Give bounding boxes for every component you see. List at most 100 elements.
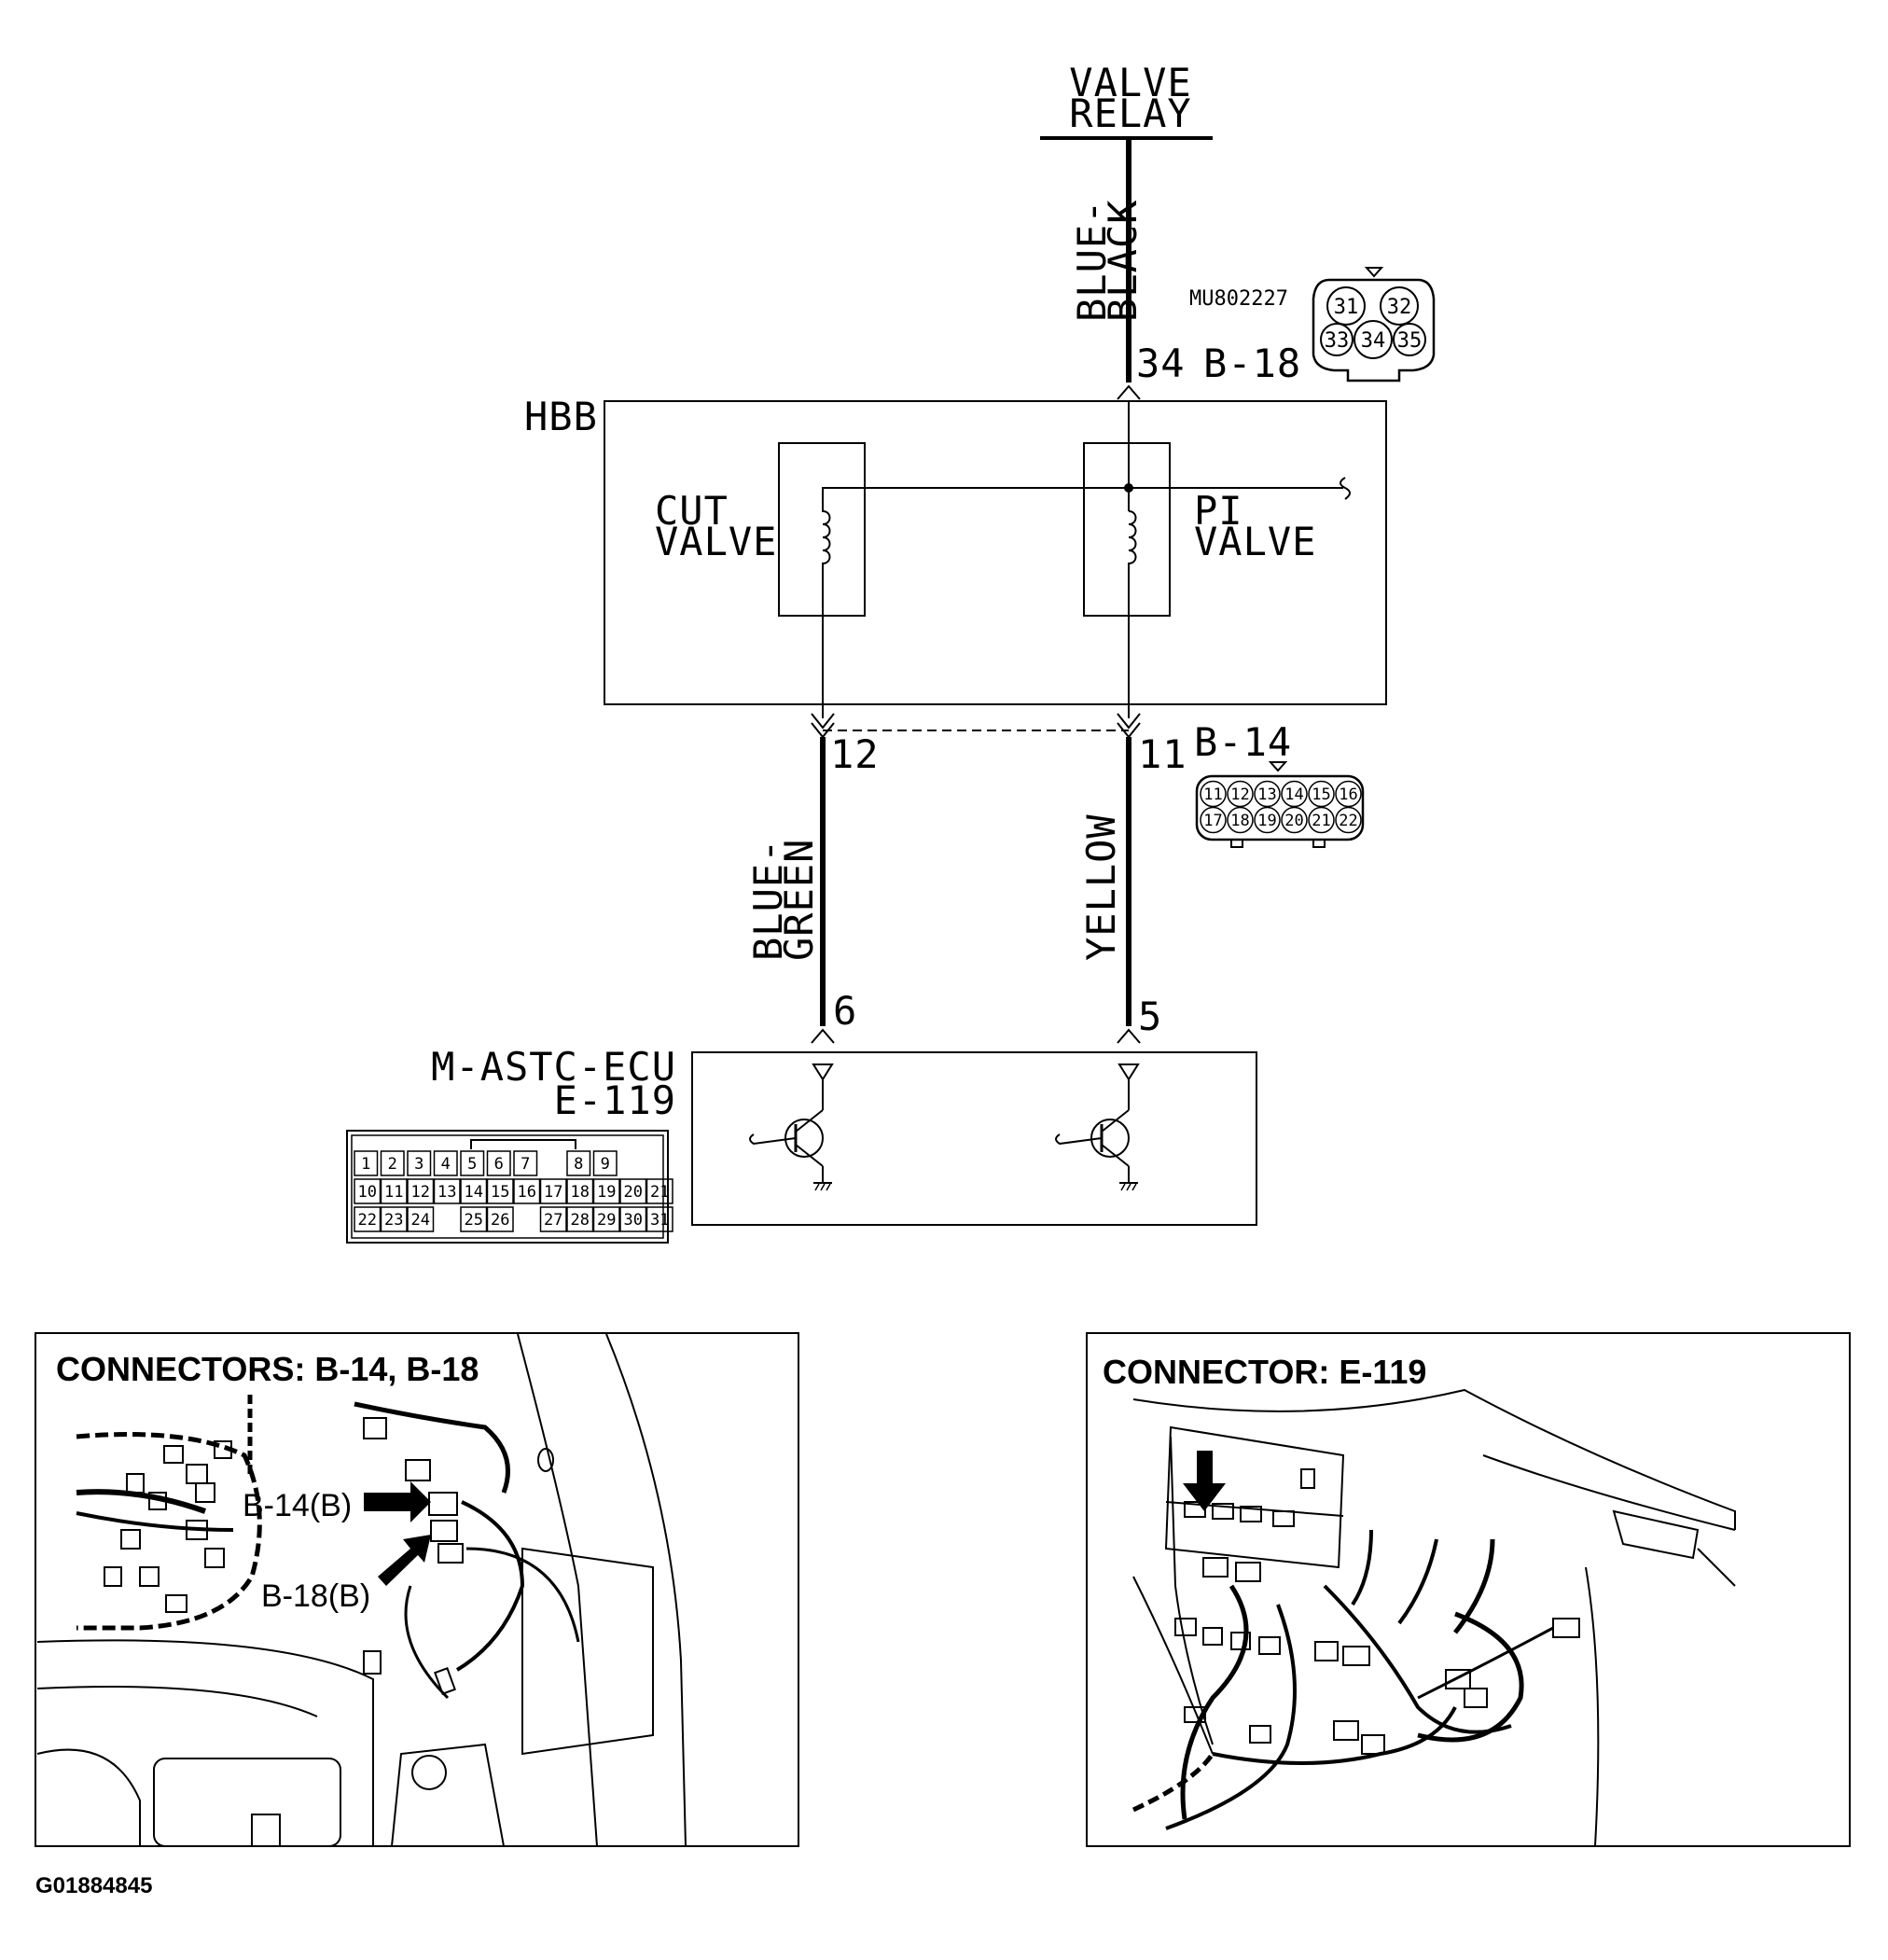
ecu-unit: M-ASTC-ECU E-119	[431, 1044, 1257, 1226]
cavity-label: 18	[571, 1183, 590, 1202]
cavity-label: 10	[358, 1183, 377, 1202]
b14-latch	[1312, 839, 1326, 848]
pin-12-label: 12	[830, 731, 880, 777]
transistor-emitter	[1101, 1144, 1130, 1167]
connector-cavity: 7	[513, 1150, 538, 1176]
connector-cavity: 22	[1335, 806, 1362, 834]
cavity-label: 13	[437, 1183, 456, 1202]
cavity-label: 15	[1312, 785, 1330, 804]
b18-cavity	[1354, 320, 1393, 359]
connector-cavity: 10	[354, 1178, 382, 1204]
ecu-name-label: M-ASTC-ECU	[431, 1044, 676, 1090]
ground-icon	[1119, 1182, 1138, 1191]
connector-cavity: 6	[486, 1150, 511, 1176]
connector-cavity: 20	[1281, 806, 1308, 834]
connector-cavity: 19	[1254, 806, 1281, 834]
hbb-label: HBB	[524, 394, 598, 439]
wire-label-blue-green: BLUE- GREEN	[745, 839, 822, 961]
cavity-label: 21	[650, 1183, 669, 1202]
wire-label-yellow: YELLOW	[1078, 813, 1124, 961]
cavity-label: 28	[571, 1211, 590, 1230]
cavity-label: 1	[361, 1155, 370, 1174]
panel-frame	[35, 1332, 799, 1847]
cavity-label: 8	[574, 1155, 583, 1174]
pi-valve-label-line2: VALVE	[1194, 519, 1316, 564]
connector-cavity: 30	[619, 1206, 647, 1232]
svg-text:GREEN: GREEN	[776, 839, 822, 961]
hbb-unit: HBB CUT VALVE PI VALVE	[524, 394, 1387, 718]
cavity-label: 22	[358, 1211, 377, 1230]
transistor-base-lead	[749, 1133, 797, 1146]
pi-valve-label-line1: PI	[1194, 488, 1243, 534]
connector-cavity: 13	[433, 1178, 461, 1204]
e119-housing	[346, 1130, 669, 1244]
b14-latch	[1230, 839, 1243, 848]
connector-cavity: 5	[460, 1150, 485, 1176]
cavity-label: 11	[1203, 785, 1222, 804]
ecu-box	[691, 1051, 1257, 1226]
connector-cavity: 2	[380, 1150, 405, 1176]
connector-cavity: 17	[539, 1178, 567, 1204]
connector-cavity: 4	[433, 1150, 458, 1176]
valve-relay: VALVE RELAY	[1040, 60, 1213, 140]
continuation-mark	[1340, 477, 1351, 500]
panel-frame	[1086, 1332, 1851, 1847]
engine-bay-illustration	[36, 1333, 687, 1847]
cut-valve-label-line2: VALVE	[655, 519, 777, 564]
connector-cavity: 21	[646, 1178, 673, 1204]
b18-connector-label: B-18	[1203, 341, 1301, 386]
connector-cavity: 3	[407, 1150, 432, 1176]
cavity-label: 19	[1257, 812, 1276, 830]
cavity-label: 31	[650, 1211, 669, 1230]
cavity-label: 2	[388, 1155, 397, 1174]
cavity-label: 17	[1203, 812, 1222, 830]
connector-location-panel-e119: CONNECTOR: E-119	[1086, 1332, 1851, 1847]
cavity-label: 20	[624, 1183, 643, 1202]
connector-cavity: 18	[566, 1178, 594, 1204]
connector-cavity: 14	[460, 1178, 488, 1204]
pin-5-label: 5	[1138, 994, 1162, 1039]
cavity-label: 27	[544, 1211, 562, 1230]
pin-5-arrow	[1117, 1028, 1141, 1044]
connector-cavity: 23	[380, 1206, 408, 1232]
svg-text:YELLOW: YELLOW	[1078, 813, 1124, 961]
cavity-label: 3	[414, 1155, 423, 1174]
arrow-icon-b18	[378, 1535, 431, 1586]
cavity-label: 21	[1312, 812, 1330, 830]
cavity-label: 25	[465, 1211, 483, 1230]
ground-icon	[813, 1182, 832, 1191]
b18-cavity	[1393, 323, 1426, 356]
cavity-label: 14	[1284, 785, 1303, 804]
cavity-label: 22	[1339, 812, 1357, 830]
connector-cavity: 1	[354, 1150, 379, 1176]
transistor-icon	[784, 1119, 824, 1158]
b18-cavity	[1380, 286, 1419, 326]
cavity-label: 7	[521, 1155, 530, 1174]
callout-b14: B-14(B)	[243, 1488, 352, 1523]
svg-text:BLACK: BLACK	[1100, 200, 1145, 322]
connector-cavity: 12	[407, 1178, 435, 1204]
connector-cavity: 28	[566, 1206, 594, 1232]
b18-cavity-label: 33	[1325, 329, 1350, 353]
e119-inner	[351, 1134, 664, 1239]
connector-cavity: 11	[1200, 780, 1227, 808]
cavity-label: 4	[441, 1155, 451, 1174]
connector-cavity: 21	[1308, 806, 1335, 834]
connector-cavity: 18	[1227, 806, 1254, 834]
connector-cavity: 16	[1335, 780, 1362, 808]
connector-cavity: 15	[486, 1178, 514, 1204]
connector-cavity: 14	[1281, 780, 1308, 808]
transistor-base-lead	[1055, 1133, 1103, 1146]
b18-key-icon	[1364, 267, 1384, 278]
b18-cavity-label: 31	[1334, 296, 1359, 319]
e119-lock-tab	[470, 1139, 576, 1149]
cavity-label: 29	[597, 1211, 616, 1230]
pin-34-label: 34	[1136, 341, 1186, 386]
connector-cavity: 8	[566, 1150, 591, 1176]
input-arrow-icon	[1118, 1063, 1140, 1081]
valve-relay-label-line1: VALVE	[1069, 60, 1191, 105]
connector-cavity: 11	[380, 1178, 408, 1204]
callout-b18: B-18(B)	[261, 1578, 370, 1614]
